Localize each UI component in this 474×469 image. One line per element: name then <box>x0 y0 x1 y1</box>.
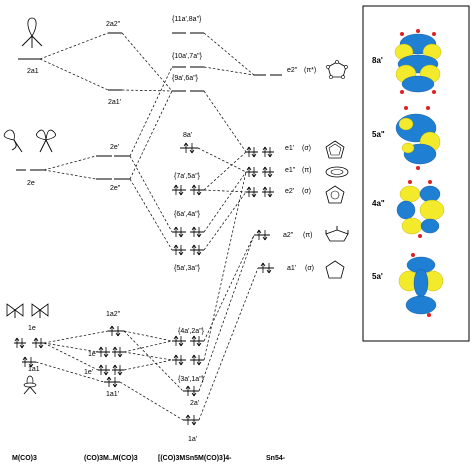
sn5-ring-a2-icon <box>325 226 349 242</box>
column-label-complex: [(CO)3MSn5M(CO)3]4- <box>158 455 232 462</box>
label-8a: 8a' <box>183 132 192 139</box>
column-label-sn5: Sn54- <box>266 455 286 462</box>
label-1epp: 1e" <box>88 351 99 358</box>
label-1ep: 1e' <box>84 369 93 376</box>
label-2ep: 2e' <box>110 144 119 151</box>
dimer-column: 2a2" 2a1' 2e' 2e" 1a2" 1e" 1e' 1a1' (CO)… <box>84 21 138 462</box>
sn5-ring-a1-icon <box>325 260 345 279</box>
label-a2pp: a2" <box>283 232 294 239</box>
orbital-image-5a-pp <box>395 106 441 170</box>
label-1a2pp: 1a2" <box>106 311 121 318</box>
note-a1p: (σ) <box>305 265 314 272</box>
orbital-image-8a <box>394 29 442 94</box>
label-group-10a-7a: {10a',7a"} <box>172 53 203 60</box>
label-group-3a-1a: {3a',1a"} <box>178 376 205 383</box>
bowtie-icon-right <box>31 303 49 318</box>
sn5-ring-sigma2-icon <box>325 185 345 204</box>
bowtie-icon-left <box>6 303 24 318</box>
sn5-column: e2" (π*) e1' (σ) e1" (π) e2' (σ) a2" (π)… <box>246 60 349 462</box>
mco3-column: 2a1 2e 1e 1a1 <box>3 17 56 462</box>
note-e2p: (σ) <box>302 188 311 195</box>
note-e1pp: (π) <box>302 167 312 174</box>
label-1a1: 1a1 <box>28 366 40 373</box>
sn5-ring-pi-star-icon <box>326 60 348 79</box>
e-lobe-icon-left <box>3 129 23 153</box>
label-group-9a-6a: {9a',6a"} <box>172 75 199 82</box>
label-1a: 1a' <box>188 436 197 443</box>
column-label-mco3: M(CO)3 <box>12 455 37 462</box>
label-2epp: 2e" <box>110 185 121 192</box>
label-1e: 1e <box>28 325 36 332</box>
a1-lobe-icon <box>21 17 43 48</box>
correlation-lines <box>35 32 259 421</box>
d-orbital-icon <box>23 375 37 395</box>
label-e2pp: e2" <box>287 67 298 74</box>
label-e2p: e2' <box>285 188 294 195</box>
column-label-dimer: (CO)3M..M(CO)3 <box>84 455 138 462</box>
orbital-image-5a <box>398 253 444 317</box>
label-2a1: 2a1 <box>27 68 39 75</box>
note-a2pp: (π) <box>303 232 313 239</box>
label-2e: 2e <box>27 180 35 187</box>
label-group-4a-2a: {4a',2a"} <box>178 328 205 335</box>
label-e1p: e1' <box>285 145 294 152</box>
label-2a2pp: 2a2" <box>106 21 121 28</box>
label-e1pp: e1" <box>285 167 296 174</box>
orbital-label-8a: 8a' <box>372 56 383 65</box>
orbital-label-4a-pp: 4a" <box>372 199 385 208</box>
label-group-7a-5a: {7a',5a"} <box>174 173 201 180</box>
complex-column: {11a',8a"} {10a',7a"} {9a',6a"} 8a' {7a'… <box>158 16 232 462</box>
note-e2pp: (π*) <box>304 67 316 74</box>
label-a1p: a1' <box>287 265 296 272</box>
note-e1p: (σ) <box>302 145 311 152</box>
orbital-image-4a-pp <box>396 180 445 238</box>
label-group-11a-8a: {11a',8a"} <box>172 16 202 23</box>
label-group-5a-3a: {5a',3a"} <box>174 265 201 272</box>
orbital-label-5a: 5a' <box>372 272 383 281</box>
electron-arrows <box>14 142 273 426</box>
orbital-panel: 8a' 5a" 4a" <box>362 5 470 342</box>
orbital-label-5a-pp: 5a" <box>372 130 385 139</box>
label-1a1p: 1a1' <box>106 391 119 398</box>
label-group-6a-4a: {6a',4a"} <box>174 211 201 218</box>
sn5-ring-pi-icon <box>325 166 349 178</box>
label-2a: 2a' <box>190 400 199 407</box>
sn5-ring-sigma-icon <box>325 140 345 159</box>
label-2a1p: 2a1' <box>108 99 121 106</box>
e-lobe-icon-right <box>36 129 56 153</box>
